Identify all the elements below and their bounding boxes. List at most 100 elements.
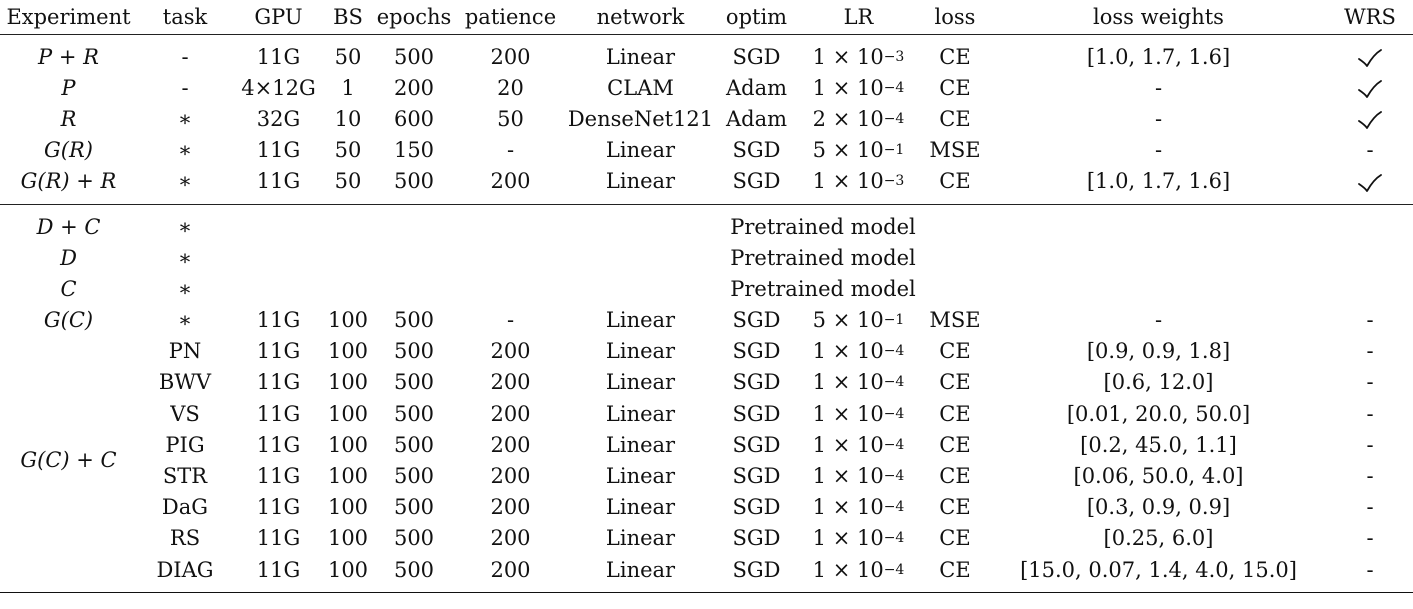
cell-optim: SGD <box>732 495 781 520</box>
cell-bs: 100 <box>327 401 369 426</box>
cell-loss-weights: [1.0, 1.7, 1.6] <box>1086 44 1231 69</box>
cell-wrs <box>1327 41 1413 72</box>
cell-pretrained-note: Pretrained model <box>730 214 916 239</box>
cell-epochs: 500 <box>393 339 435 364</box>
cell-wrs: - <box>1366 557 1374 582</box>
cell-network: Linear <box>605 138 676 163</box>
cell-loss-weights: [0.6, 12.0] <box>1103 370 1214 395</box>
lr-exponent: −4 <box>883 436 905 453</box>
cell-patience: 50 <box>497 106 524 131</box>
cell-loss-weights: [0.06, 50.0, 4.0] <box>1073 464 1244 489</box>
hyperparameter-table: Experiment task GPU BS epochs patience n… <box>0 5 1413 593</box>
cell-loss: CE <box>939 495 971 520</box>
cell-lr: 1 × 10−4 <box>797 523 920 554</box>
cell-loss: CE <box>939 75 971 100</box>
header-experiment: Experiment <box>6 5 131 29</box>
table-row: PIG 11G 100 500 200 Linear SGD 1 × 10−4 … <box>0 429 1413 460</box>
table-row: G(R) + R ∗ 11G 50 500 200 Linear SGD 1 ×… <box>0 166 1413 197</box>
table-row: RS 11G 100 500 200 Linear SGD 1 × 10−4 C… <box>0 523 1413 554</box>
cell-optim: SGD <box>732 370 781 395</box>
cell-experiment: G(C) <box>43 308 94 333</box>
cell-patience: - <box>506 308 515 333</box>
cell-bs: 50 <box>334 138 362 163</box>
cell-wrs: - <box>1366 308 1374 333</box>
cell-optim: SGD <box>732 464 781 489</box>
cell-gpu: 11G <box>256 44 301 69</box>
cell-experiment: R <box>60 106 77 131</box>
cell-network: Linear <box>605 401 676 426</box>
cell-epochs: 500 <box>393 432 435 457</box>
cell-wrs: - <box>1366 464 1374 489</box>
cell-task: DaG <box>161 495 209 520</box>
cell-bs: 100 <box>327 370 369 395</box>
table-body: P + R - 11G 50 500 200 Linear SGD 1 × 10… <box>0 34 1413 593</box>
cell-lr: 5 × 10−1 <box>797 135 920 166</box>
lr-exponent: −4 <box>883 343 905 360</box>
cell-task: STR <box>162 464 208 489</box>
cell-loss-weights: [0.9, 0.9, 1.8] <box>1086 339 1231 364</box>
cell-experiment: D + C <box>36 214 101 239</box>
cell-wrs: - <box>1366 526 1374 551</box>
cell-task: ∗ <box>177 138 193 163</box>
cell-epochs: 600 <box>393 106 435 131</box>
cell-network: Linear <box>605 557 676 582</box>
cell-pretrained-note: Pretrained model <box>730 245 916 270</box>
cell-optim: SGD <box>732 138 781 163</box>
lr-exponent: −1 <box>883 142 905 159</box>
lr-mantissa: 1 × 10 <box>812 75 884 100</box>
cell-bs: 100 <box>327 339 369 364</box>
table-row: STR 11G 100 500 200 Linear SGD 1 × 10−4 … <box>0 460 1413 491</box>
cell-loss-weights: - <box>1154 138 1163 163</box>
cell-loss: MSE <box>929 308 981 333</box>
cell-lr: 5 × 10−1 <box>797 305 920 336</box>
cell-epochs: 500 <box>393 464 435 489</box>
cell-lr: 1 × 10−4 <box>797 398 920 429</box>
cell-bs: 50 <box>334 44 362 69</box>
cell-optim: SGD <box>732 526 781 551</box>
cell-gpu: 32G <box>256 106 301 131</box>
cell-bs: 100 <box>327 557 369 582</box>
cell-gpu: 11G <box>256 526 301 551</box>
lr-mantissa: 2 × 10 <box>812 106 884 131</box>
cell-network: Linear <box>605 495 676 520</box>
cell-loss-weights: [0.01, 20.0, 50.0] <box>1066 401 1251 426</box>
cell-wrs: - <box>1366 339 1374 364</box>
cell-wrs: - <box>1366 138 1374 163</box>
cell-patience: 200 <box>490 370 531 395</box>
cell-wrs: - <box>1366 495 1374 520</box>
cell-patience: 200 <box>490 464 531 489</box>
cell-lr: 1 × 10−4 <box>797 367 920 398</box>
cell-task: - <box>181 44 189 69</box>
table-row: C ∗ Pretrained model <box>0 273 1413 304</box>
lr-mantissa: 1 × 10 <box>812 495 884 520</box>
cell-wrs <box>1327 103 1413 134</box>
cell-bs: 100 <box>327 495 369 520</box>
checkmark-icon <box>1358 173 1382 192</box>
cell-epochs: 500 <box>393 44 435 69</box>
cell-patience: 200 <box>490 557 531 582</box>
cell-epochs: 500 <box>393 401 435 426</box>
cell-loss-weights: [0.2, 45.0, 1.1] <box>1080 432 1237 457</box>
cell-patience: 200 <box>490 339 531 364</box>
cell-epochs: 500 <box>393 526 435 551</box>
cell-wrs: - <box>1366 370 1374 395</box>
cell-task: DIAG <box>156 557 214 582</box>
table-row: G(C) + C PN 11G 100 500 200 Linear SGD 1… <box>0 336 1413 472</box>
cell-epochs: 500 <box>393 495 435 520</box>
cell-lr: 2 × 10−4 <box>797 103 920 134</box>
cell-gpu: 11G <box>256 432 301 457</box>
lr-mantissa: 5 × 10 <box>812 138 884 163</box>
cell-lr: 1 × 10−4 <box>797 72 920 103</box>
cell-experiment: P + R <box>38 44 99 69</box>
table-row: DIAG 11G 100 500 200 Linear SGD 1 × 10−4… <box>0 554 1413 585</box>
cell-lr: 1 × 10−4 <box>797 336 920 367</box>
cell-bs: 100 <box>327 432 369 457</box>
cell-task: PN <box>168 339 202 364</box>
table-row: G(R) ∗ 11G 50 150 - Linear SGD 5 × 10−1 … <box>0 135 1413 166</box>
cell-epochs: 200 <box>393 75 435 100</box>
lr-mantissa: 5 × 10 <box>812 308 884 333</box>
cell-epochs: 500 <box>393 370 435 395</box>
cell-task: ∗ <box>177 276 193 301</box>
cell-gpu: 4×12G <box>241 75 316 100</box>
cell-optim: SGD <box>732 169 781 194</box>
